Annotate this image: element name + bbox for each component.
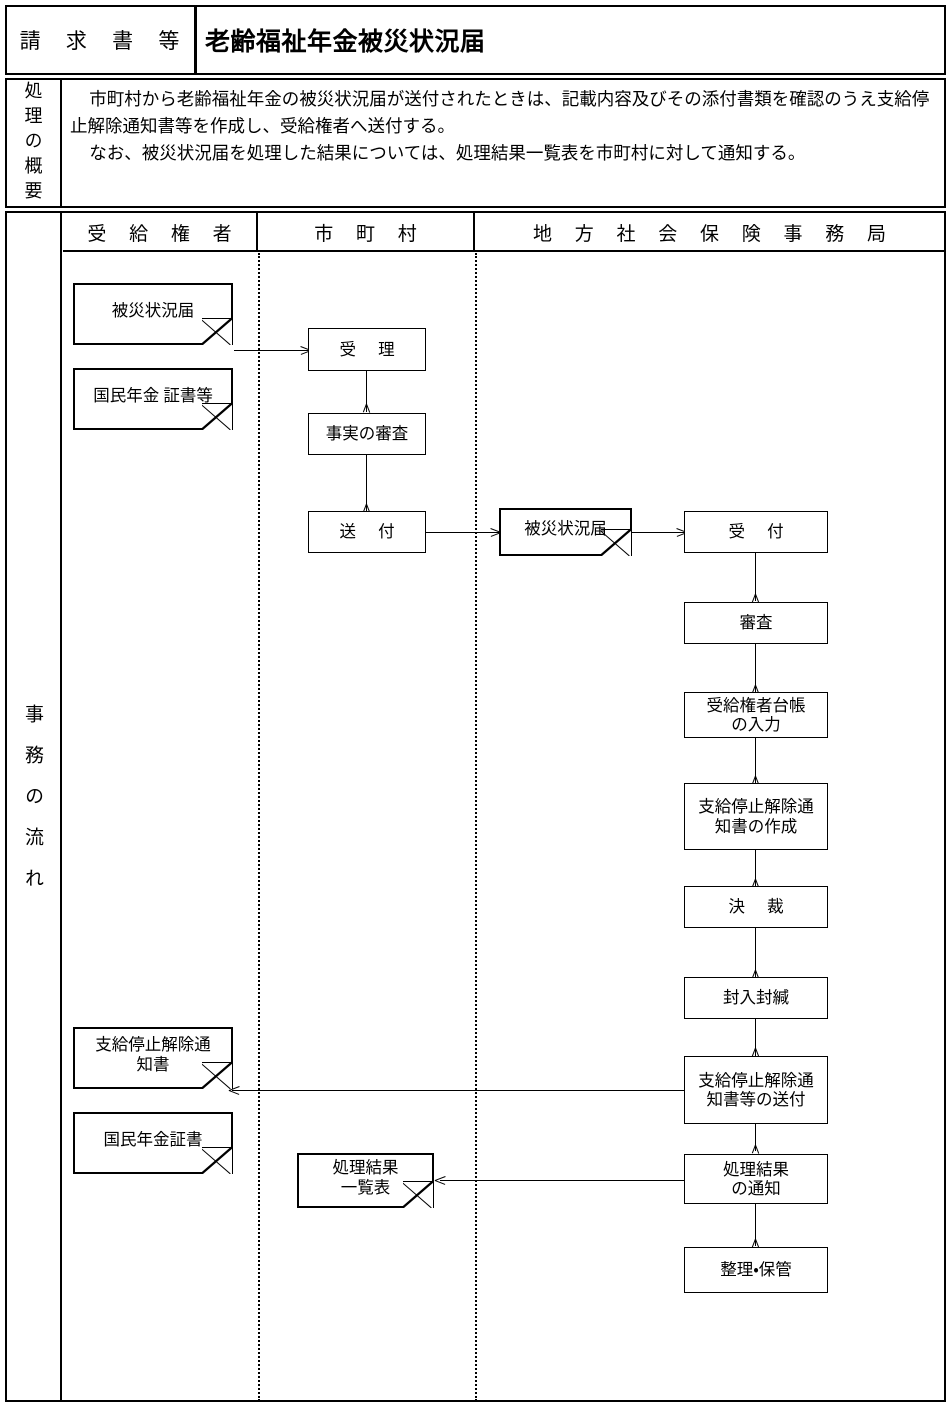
summary-frame bbox=[5, 78, 946, 208]
node-municipality-fact-review: 事実の審査 bbox=[308, 413, 426, 455]
lane-header-municipality: 市 町 村 bbox=[258, 213, 475, 252]
node-office-notice-send: 支給停止解除通 知書等の送付 bbox=[684, 1056, 828, 1124]
header-title-cell: 老齢福祉年金被災状況届 bbox=[205, 5, 945, 75]
node-label: 処理結果 の通知 bbox=[723, 1159, 789, 1198]
doc-damage-report-recipient: 被災状況届 bbox=[73, 283, 233, 345]
lane-header-insurance-office: 地 方 社 会 保 険 事 務 局 bbox=[532, 224, 895, 245]
header-frame bbox=[5, 5, 946, 75]
node-office-approval: 決 裁 bbox=[684, 886, 828, 928]
header-doc-type-label: 請 求 書 等 bbox=[19, 29, 190, 53]
node-municipality-send: 送 付 bbox=[308, 511, 426, 553]
doc-label: 処理結果 一覧表 bbox=[332, 1157, 399, 1197]
doc-fold-icon bbox=[601, 529, 632, 556]
doc-label: 国民年金証書 bbox=[103, 1130, 203, 1150]
connector-line bbox=[755, 553, 756, 601]
flow-label-cell: 事務の流れ bbox=[5, 211, 62, 1402]
node-office-archive: 整理・保管 bbox=[684, 1247, 828, 1293]
summary-label: 処理の概要 bbox=[22, 80, 43, 206]
header-doc-type-cell: 請 求 書 等 bbox=[5, 5, 197, 75]
connector-line bbox=[755, 644, 756, 692]
summary-body: 市町村から老齢福祉年金の被災状況届が送付されたときは、記載内容及びその添付書類を… bbox=[70, 86, 935, 204]
connector-line bbox=[366, 455, 367, 512]
connector-line bbox=[632, 532, 686, 533]
node-office-notice-create: 支給停止解除通 知書の作成 bbox=[684, 783, 828, 850]
doc-suspension-release-notice: 支給停止解除通 知書 bbox=[73, 1027, 233, 1089]
arrowhead-left-icon bbox=[434, 1174, 446, 1186]
doc-processing-result-list: 処理結果 一覧表 bbox=[297, 1153, 434, 1208]
connector-line bbox=[755, 1019, 756, 1056]
connector-line bbox=[426, 532, 500, 533]
node-office-seal: 封入封緘 bbox=[684, 977, 828, 1019]
doc-damage-report-transfer: 被災状況届 bbox=[499, 508, 632, 556]
doc-fold-icon bbox=[202, 318, 233, 345]
connector-line bbox=[755, 738, 756, 783]
connector-line bbox=[232, 1090, 685, 1091]
doc-label: 被災状況届 bbox=[524, 519, 607, 539]
connector-line bbox=[440, 1180, 686, 1181]
doc-fold-icon bbox=[403, 1181, 434, 1208]
connector-line bbox=[755, 850, 756, 886]
lane-header-row: 受 給 権 者 市 町 村 地 方 社 会 保 険 事 務 局 bbox=[63, 213, 944, 252]
doc-national-pension-certificate: 国民年金証書 bbox=[73, 1112, 233, 1174]
summary-paragraph: なお、被災状況届を処理した結果については、処理結果一覧表を市町村に対して通知する… bbox=[89, 143, 806, 164]
node-label: 受給権者台帳 の入力 bbox=[706, 695, 806, 734]
doc-label: 被災状況届 bbox=[111, 301, 195, 321]
lane-divider-1 bbox=[258, 253, 260, 1401]
node-label: 支給停止解除通 知書等の送付 bbox=[698, 1070, 814, 1109]
connector-line bbox=[755, 1124, 756, 1151]
doc-fold-icon bbox=[202, 1062, 233, 1089]
page-title: 老齢福祉年金被災状況届 bbox=[205, 27, 486, 56]
connector-line bbox=[755, 1204, 756, 1246]
node-office-result-notice: 処理結果 の通知 bbox=[684, 1154, 828, 1204]
doc-fold-icon bbox=[202, 1147, 233, 1174]
summary-paragraph: 市町村から老齢福祉年金の被災状況届が送付されたときは、記載内容及びその添付書類を… bbox=[70, 89, 930, 137]
doc-pension-certificate-etc: 国民年金 証書等 bbox=[73, 368, 233, 430]
doc-fold-icon bbox=[202, 403, 233, 430]
node-label: 支給停止解除通 知書の作成 bbox=[698, 797, 814, 836]
doc-label: 支給停止解除通 知書 bbox=[95, 1035, 211, 1074]
connector-line bbox=[366, 371, 367, 412]
node-office-review: 審査 bbox=[684, 602, 828, 644]
flow-frame bbox=[5, 211, 946, 1402]
doc-label: 国民年金 証書等 bbox=[93, 386, 213, 406]
node-office-ledger-input: 受給権者台帳 の入力 bbox=[684, 692, 828, 738]
node-office-receive: 受 付 bbox=[684, 511, 828, 553]
connector-line bbox=[234, 350, 310, 351]
connector-line bbox=[755, 928, 756, 977]
lane-header-recipient: 受 給 権 者 bbox=[63, 213, 258, 252]
node-municipality-accept: 受 理 bbox=[308, 328, 426, 371]
flow-label: 事務の流れ bbox=[22, 704, 43, 909]
summary-label-cell: 処理の概要 bbox=[5, 78, 62, 208]
lane-divider-2 bbox=[475, 253, 477, 1401]
